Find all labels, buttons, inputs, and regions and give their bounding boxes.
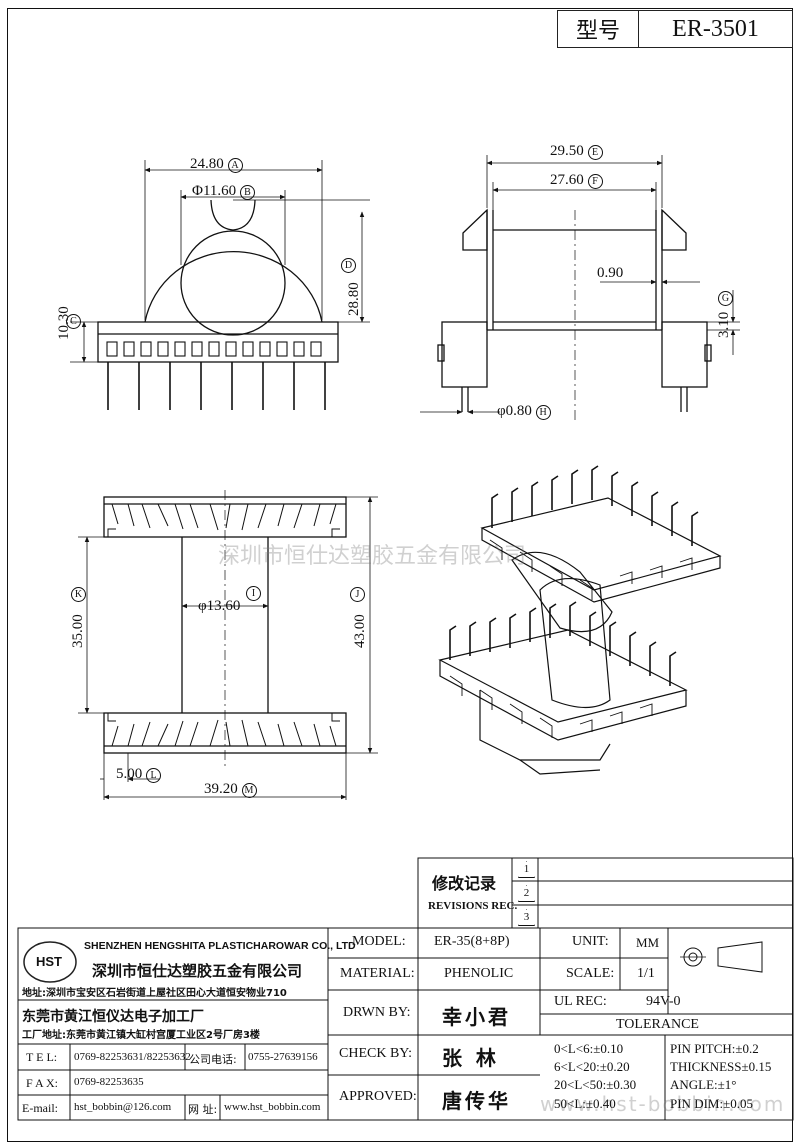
dim-h-label: φ0.80 H <box>497 403 551 420</box>
dim-m-label: 39.20 M <box>204 781 257 798</box>
angle: ANGLE:±1° <box>670 1077 737 1092</box>
dim-h-tag-icon: H <box>535 405 551 420</box>
factory-name: 东莞市黄江恒仪达电子加工厂 <box>22 1009 204 1025</box>
check-label: CHECK BY: <box>339 1046 413 1061</box>
watermark-bottom: www.hst-bobbin.com <box>540 1092 786 1116</box>
dim-i-label: φ13.60 <box>198 598 241 614</box>
dim-e-label: 29.50 E <box>550 143 603 160</box>
tel-value: 0769-82253631/82253632 <box>74 1051 191 1063</box>
fax-value: 0769-82253635 <box>74 1076 144 1088</box>
dim-f-label: 27.60 F <box>550 172 603 189</box>
dim-f-tag-icon: F <box>587 174 603 189</box>
dim-k-tag-icon: K <box>71 587 86 602</box>
tolerance-line-3: 20<L<50:±0.30 <box>554 1077 637 1092</box>
material-label: MATERIAL: <box>340 966 415 981</box>
pin-dim: PIN DIM:±0.05 <box>670 1096 753 1111</box>
model-label-cell: 型号 <box>557 10 639 48</box>
company-name-cn: 深圳市恒仕达塑胶五金有限公司 <box>92 962 303 980</box>
tolerance-line-2: 6<L<20:±0.20 <box>554 1059 630 1074</box>
email-value[interactable]: hst_bobbin@126.com <box>74 1101 172 1113</box>
dim-g-label: 3.10 <box>716 311 732 338</box>
phone-value: 0755-27639156 <box>248 1051 318 1063</box>
drawn-value: 幸小君 <box>442 1005 511 1029</box>
dim-d-label: 28.80 <box>346 282 362 316</box>
dim-b-tag-icon: B <box>239 185 255 200</box>
company-address: 地址:深圳市宝安区石岩街道上屋社区田心大道恒安物业710 <box>22 988 287 999</box>
tolerance-line-1: 0<L<6:±0.10 <box>554 1041 624 1056</box>
top-view <box>78 490 378 800</box>
dim-d-tag-icon: D <box>341 258 356 273</box>
scale-value: 1/1 <box>637 966 655 981</box>
approved-label: APPROVED: <box>339 1089 417 1104</box>
tel-label: T E L: <box>26 1050 58 1064</box>
ul-value: 94V-0 <box>646 994 681 1009</box>
company-name-en: SHENZHEN HENGSHITA PLASTICHAROWAR CO., L… <box>84 940 356 952</box>
table-grid <box>17 857 794 1121</box>
company-logo-ellipse <box>23 941 77 983</box>
watermark-center: 深圳市恒仕达塑胶五金有限公司 <box>218 544 527 569</box>
model-value-cell: ER-3501 <box>638 10 793 48</box>
dim-m-tag-icon: M <box>241 783 257 798</box>
pin-pitch: PIN PITCH:±0.2 <box>670 1041 759 1056</box>
drawing-frame <box>7 8 793 1142</box>
dim-j-label: 43.00 <box>352 614 368 648</box>
isometric-view <box>438 465 722 775</box>
dim-g-tag-icon: G <box>718 291 733 306</box>
drawn-label: DRWN BY: <box>343 1005 411 1020</box>
tolerance-line-4: 50<L:±0.40 <box>554 1096 616 1111</box>
web-label: 网 址: <box>188 1103 218 1116</box>
dim-a-label: 24.80 A <box>190 156 243 173</box>
ul-label: UL REC: <box>554 994 607 1009</box>
unit-label: UNIT: <box>572 934 609 949</box>
material-value: PHENOLIC <box>444 966 514 981</box>
dim-j-tag-icon: J <box>350 587 365 602</box>
thickness: THICKNESS±0.15 <box>670 1059 772 1074</box>
front-view <box>70 160 370 410</box>
dim-l-tag-icon: L <box>146 768 161 783</box>
dim-b-label: Φ11.60 B <box>192 183 255 200</box>
email-label: E-mail: <box>22 1101 58 1115</box>
dim-l-label: 5.00 L <box>116 766 161 783</box>
tolerance-label: TOLERANCE <box>616 1017 699 1032</box>
unit-value: MM <box>636 935 660 950</box>
side-view <box>420 155 740 420</box>
revisions-label-cn: 修改记录 <box>432 874 497 893</box>
dim-a-tag-icon: A <box>227 158 243 173</box>
web-value[interactable]: www.hst_bobbin.com <box>224 1101 321 1113</box>
model-label: MODEL: <box>352 934 406 949</box>
factory-address: 工厂地址:东莞市黄江镇大缸村宫厦工业区2号厂房3楼 <box>22 1030 260 1041</box>
fax-label: F A X: <box>26 1076 59 1090</box>
dim-c-tag-icon: C <box>66 314 81 329</box>
dim-e-tag-icon: E <box>587 145 603 160</box>
check-value: 张 林 <box>442 1046 496 1070</box>
dim-k-label: 35.00 <box>70 614 86 648</box>
approved-value: 唐传华 <box>442 1089 511 1113</box>
scale-label: SCALE: <box>566 966 615 981</box>
dim-web-label: 0.90 <box>597 265 624 281</box>
dim-i-tag-icon: I <box>246 586 261 601</box>
model-value: ER-35(8+8P) <box>434 934 510 949</box>
phone-label: 公司电话: <box>189 1053 237 1066</box>
company-logo: HST <box>36 954 62 969</box>
revisions-label-en: REVISIONS REC. <box>428 900 518 912</box>
